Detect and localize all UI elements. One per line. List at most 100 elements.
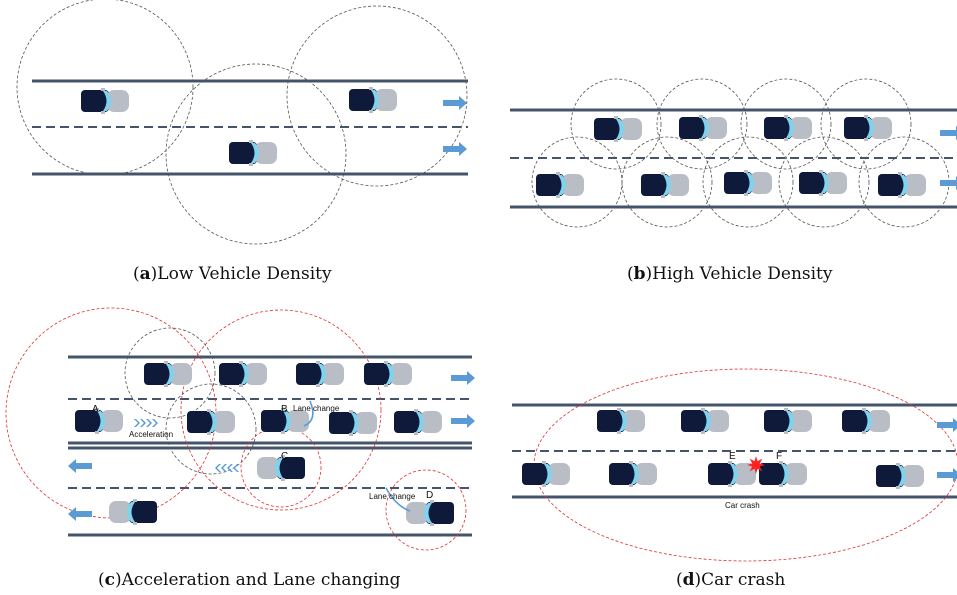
car-icon xyxy=(597,408,645,434)
car-icon xyxy=(257,455,305,481)
caption-d: (d)Car crash xyxy=(676,570,786,590)
car-windshield xyxy=(103,91,111,111)
car-mirror xyxy=(864,115,868,118)
car-icon xyxy=(394,409,442,435)
arrow-shape xyxy=(937,468,957,482)
car-windshield xyxy=(619,411,627,431)
car-hood xyxy=(785,463,807,485)
car-icon xyxy=(764,408,812,434)
car-windshield xyxy=(416,412,424,432)
car-rear-body xyxy=(759,463,787,485)
car-mirror xyxy=(699,138,703,141)
car-windshield xyxy=(631,464,639,484)
direction-arrow-right-icon xyxy=(451,371,475,385)
car-mirror xyxy=(384,384,388,387)
car-rear-body xyxy=(522,463,550,485)
arrow-shape xyxy=(68,459,92,473)
car-rear-body xyxy=(764,117,792,139)
car-windshield xyxy=(166,364,174,384)
car-icon xyxy=(144,361,192,387)
car-rear-body xyxy=(394,411,422,433)
range-circle xyxy=(820,78,912,170)
car-windshield xyxy=(786,118,794,138)
car-hood xyxy=(101,410,123,432)
car-windshield xyxy=(701,118,709,138)
car-icon xyxy=(75,408,123,434)
car-rear-body xyxy=(129,501,157,523)
car-windshield xyxy=(898,466,906,486)
car-f-label: F xyxy=(776,451,782,462)
car-windshield xyxy=(275,458,283,478)
car-mirror xyxy=(819,193,823,196)
car-mirror xyxy=(896,463,900,466)
car-mirror xyxy=(728,461,732,464)
car-hood xyxy=(109,501,131,523)
car-rear-body xyxy=(764,410,792,432)
car-mirror xyxy=(207,409,211,412)
car-windshield xyxy=(251,143,259,163)
range-circle xyxy=(286,5,468,187)
car-mirror xyxy=(249,163,253,166)
car-mirror xyxy=(349,433,353,436)
car-windshield xyxy=(544,464,552,484)
car-mirror xyxy=(164,361,168,364)
direction-arrow-right-icon xyxy=(937,418,957,432)
acceleration-label: Acceleration xyxy=(129,430,173,439)
car-icon xyxy=(842,408,890,434)
arrow-shape xyxy=(443,96,467,110)
car-windshield xyxy=(283,411,291,431)
car-mirror xyxy=(701,408,705,411)
car-mirror xyxy=(239,361,243,364)
car-rear-body xyxy=(594,118,622,140)
arrow-shape xyxy=(940,126,957,140)
car-c-label: C xyxy=(281,451,288,462)
range-circle xyxy=(621,136,713,228)
car-hood xyxy=(406,502,428,524)
car-mirror xyxy=(862,431,866,434)
car-hood xyxy=(904,174,926,196)
car-windshield xyxy=(781,464,789,484)
chevron-shape xyxy=(227,464,233,472)
car-icon xyxy=(764,115,812,141)
car-hood xyxy=(623,410,645,432)
car-rear-body xyxy=(708,463,736,485)
car-rear-body xyxy=(219,363,247,385)
chevron-shape xyxy=(215,464,221,472)
car-mirror xyxy=(316,384,320,387)
car-icon xyxy=(679,115,727,141)
caption-b: (b)High Vehicle Density xyxy=(627,264,833,284)
car-icon xyxy=(261,408,309,434)
range-circle xyxy=(740,78,832,170)
car-hood xyxy=(790,117,812,139)
car-icon xyxy=(329,410,377,436)
car-rear-body xyxy=(229,142,257,164)
car-rear-body xyxy=(349,89,377,111)
car-hood xyxy=(635,463,657,485)
car-mirror xyxy=(661,172,665,175)
car-windshield xyxy=(786,411,794,431)
car-rear-body xyxy=(724,172,752,194)
car-hood xyxy=(322,363,344,385)
car-mirror xyxy=(744,170,748,173)
car-mirror xyxy=(281,455,285,458)
car-a-label: A xyxy=(92,404,99,415)
car-windshield xyxy=(616,119,624,139)
car-mirror xyxy=(281,408,285,411)
car-icon xyxy=(219,361,267,387)
car-mirror xyxy=(614,139,618,142)
car-icon xyxy=(406,500,454,526)
car-mirror xyxy=(349,410,353,413)
car-hood xyxy=(257,457,279,479)
car-icon xyxy=(708,461,756,487)
car-windshield xyxy=(241,364,249,384)
car-mirror xyxy=(414,432,418,435)
car-rear-body xyxy=(261,410,289,432)
car-icon xyxy=(81,88,129,114)
direction-arrow-right-icon xyxy=(443,142,467,156)
car-mirror xyxy=(207,432,211,435)
car-mirror xyxy=(898,172,902,175)
range-circle xyxy=(165,63,347,245)
car-mirror xyxy=(617,408,621,411)
car-windshield xyxy=(703,411,711,431)
direction-arrow-left-icon xyxy=(68,507,92,521)
